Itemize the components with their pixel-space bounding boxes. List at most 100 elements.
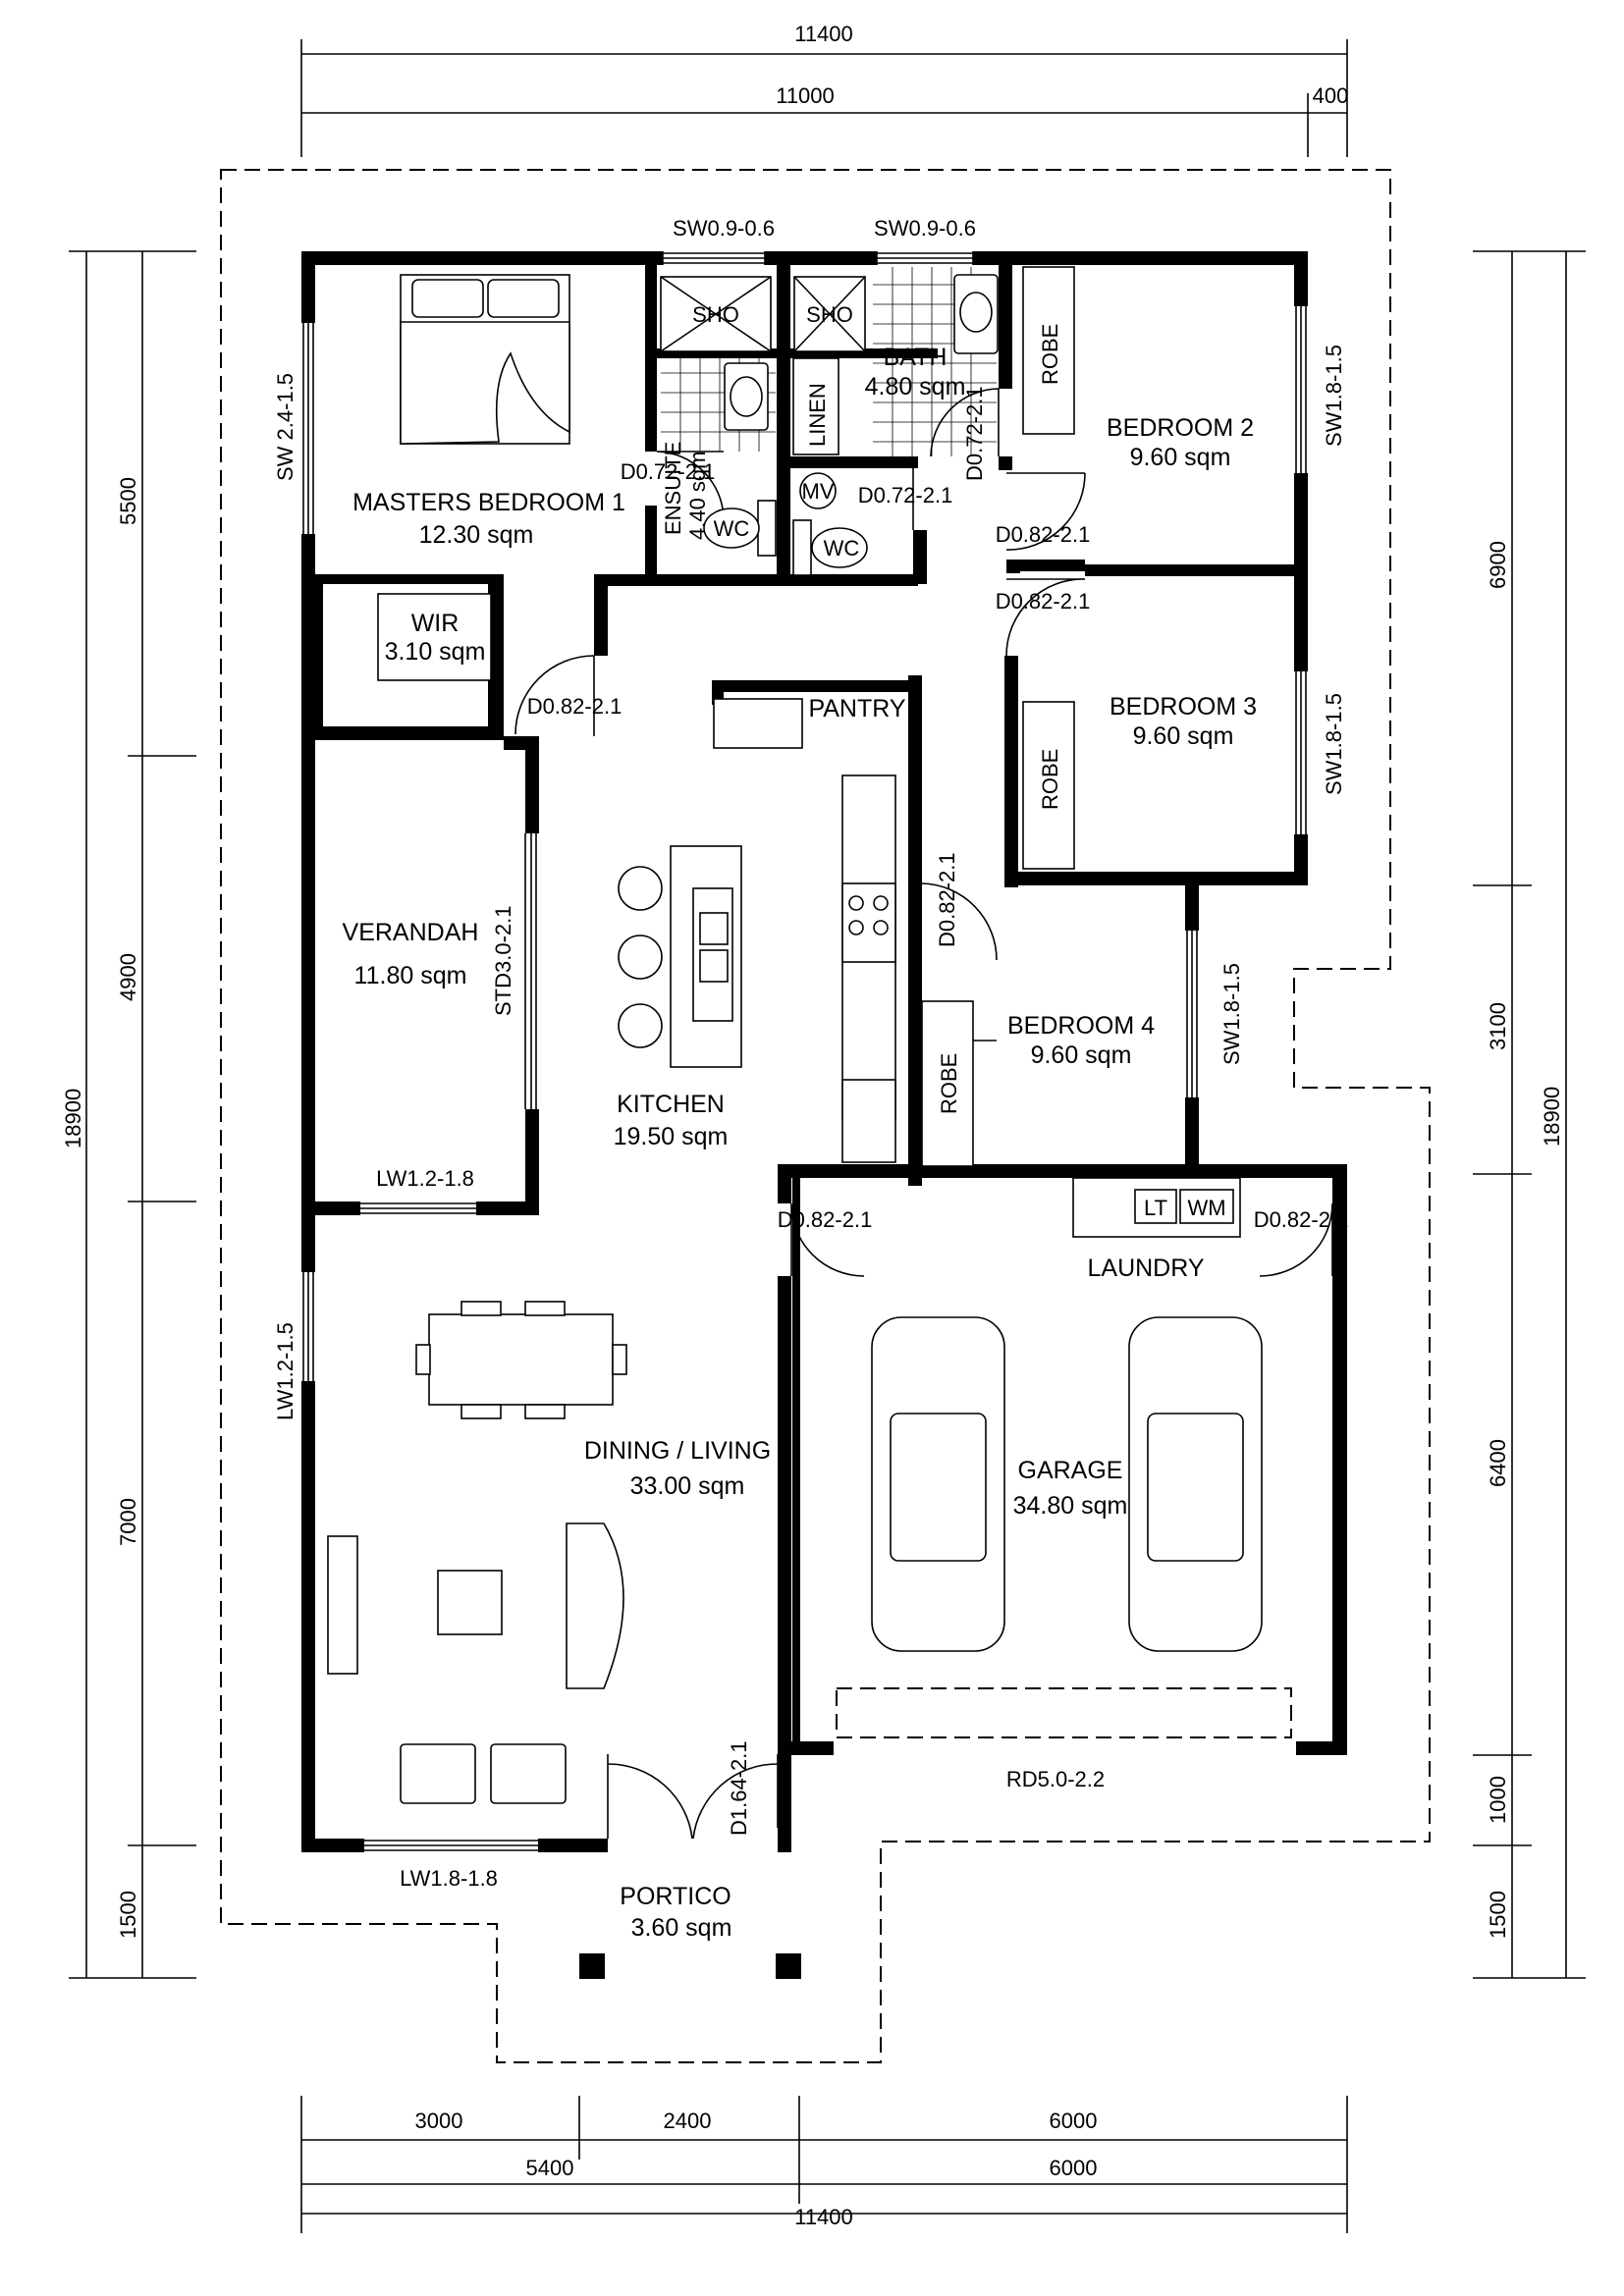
armchair-right bbox=[490, 1743, 567, 1804]
garage-door-track bbox=[836, 1687, 1292, 1738]
door-bed2 bbox=[1005, 472, 1086, 551]
opening-sw-bed4: SW1.8-1.5 bbox=[1219, 963, 1244, 1065]
room-area-portico: 3.60 sqm bbox=[631, 1914, 732, 1942]
window-bedroom3 bbox=[1295, 671, 1307, 834]
label-robe-bed2: ROBE bbox=[1038, 324, 1062, 385]
window-bath bbox=[876, 251, 974, 265]
dim-bottom-1a: 3000 bbox=[415, 2109, 463, 2133]
door-bed3 bbox=[1005, 578, 1086, 657]
room-area-kitchen: 19.50 sqm bbox=[614, 1123, 729, 1150]
opening-d-wc: D0.72-2.1 bbox=[858, 483, 953, 507]
opening-d-ensuite: D0.72-2.1 bbox=[621, 459, 716, 484]
basin-bath bbox=[953, 274, 999, 354]
mechanical-vent bbox=[799, 472, 837, 509]
label-wc-ensuite: WC bbox=[714, 516, 750, 541]
bar-stools bbox=[618, 866, 663, 1048]
room-label-bedroom3: BEDROOM 3 bbox=[1110, 693, 1257, 721]
labels: MASTERS BEDROOM 1 12.30 sqm WIR 3.10 sqm… bbox=[61, 22, 1564, 2229]
dim-left-3: 7000 bbox=[116, 1498, 140, 1546]
label-shower-ensuite: SHO bbox=[692, 302, 739, 327]
opening-std-verandah: STD3.0-2.1 bbox=[491, 906, 515, 1017]
door-laundry-right bbox=[1259, 1202, 1333, 1277]
window-living-side bbox=[302, 1272, 314, 1381]
window-living-bottom bbox=[364, 1840, 538, 1851]
room-area-ensuite: 4.40 sqm bbox=[685, 452, 710, 541]
room-label-dining: DINING / LIVING bbox=[584, 1437, 771, 1465]
room-label-pantry: PANTRY bbox=[808, 695, 905, 722]
opening-d-master: D0.82-2.1 bbox=[527, 694, 623, 719]
window-master bbox=[302, 323, 314, 534]
room-label-bedroom2: BEDROOM 2 bbox=[1107, 414, 1254, 442]
sofa bbox=[566, 1522, 624, 1689]
pantry-shelf bbox=[713, 698, 803, 749]
kitchen-island bbox=[670, 845, 742, 1068]
opening-d-bed2: D0.82-2.1 bbox=[996, 522, 1091, 547]
opening-lw-verandah: LW1.2-1.8 bbox=[376, 1166, 474, 1191]
walls bbox=[301, 251, 1347, 1979]
room-area-dining: 33.00 sqm bbox=[630, 1472, 745, 1500]
window-bedroom2 bbox=[1295, 306, 1307, 473]
fridge-space bbox=[841, 1079, 896, 1163]
label-wc: WC bbox=[824, 536, 860, 561]
room-label-verandah: VERANDAH bbox=[343, 919, 479, 946]
opening-d-laundry-right: D0.82-2.1 bbox=[1254, 1207, 1349, 1232]
room-area-wir: 3.10 sqm bbox=[385, 638, 486, 666]
room-area-garage: 34.80 sqm bbox=[1013, 1492, 1128, 1520]
doors bbox=[514, 388, 1333, 1840]
robe-bed2 bbox=[1022, 266, 1075, 435]
dim-left-2: 4900 bbox=[116, 953, 140, 1001]
label-robe-bed3: ROBE bbox=[1038, 749, 1062, 810]
dim-left-1: 5500 bbox=[116, 477, 140, 525]
room-label-ensuite: ENSUITE bbox=[661, 442, 685, 535]
dim-bottom-2b: 6000 bbox=[1050, 2156, 1098, 2180]
windows bbox=[302, 251, 1307, 1851]
room-label-laundry: LAUNDRY bbox=[1087, 1255, 1204, 1282]
coffee-table bbox=[437, 1570, 503, 1635]
opening-sw-bath: SW0.9-0.6 bbox=[874, 216, 976, 240]
room-area-bedroom4: 9.60 sqm bbox=[1031, 1041, 1132, 1069]
dim-bottom-overall: 11400 bbox=[794, 2205, 853, 2229]
room-label-portico: PORTICO bbox=[620, 1883, 731, 1910]
room-area-bedroom2: 9.60 sqm bbox=[1130, 444, 1231, 471]
wir-rail bbox=[377, 593, 492, 681]
dim-right-5: 1500 bbox=[1486, 1891, 1510, 1939]
dim-top-main: 11000 bbox=[776, 83, 835, 108]
room-label-kitchen: KITCHEN bbox=[617, 1091, 725, 1118]
toilet-ensuite bbox=[703, 500, 777, 557]
laundry-fixtures bbox=[1072, 1177, 1241, 1238]
master-bed bbox=[400, 274, 570, 445]
room-label-garage: GARAGE bbox=[1018, 1457, 1123, 1484]
opening-d-laundry-left: D0.82-2.1 bbox=[778, 1207, 873, 1232]
opening-sw-master: SW 2.4-1.5 bbox=[273, 373, 298, 481]
window-bedroom4 bbox=[1186, 931, 1198, 1097]
opening-d-bath: D0.72-2.1 bbox=[962, 386, 987, 481]
shower-ensuite bbox=[660, 276, 772, 352]
opening-lw-living-side: LW1.2-1.5 bbox=[273, 1322, 298, 1420]
window-ensuite bbox=[662, 251, 766, 265]
opening-rd-garage: RD5.0-2.2 bbox=[1006, 1767, 1105, 1791]
room-label-bath: BATH bbox=[884, 344, 947, 371]
label-linen: LINEN bbox=[805, 383, 830, 447]
tv-unit bbox=[327, 1535, 358, 1675]
label-robe-bed4: ROBE bbox=[937, 1053, 961, 1114]
room-label-bedroom4: BEDROOM 4 bbox=[1007, 1012, 1155, 1040]
label-mv: MV bbox=[802, 479, 835, 504]
dim-right-2: 3100 bbox=[1486, 1002, 1510, 1050]
dim-top-overall: 11400 bbox=[794, 22, 853, 46]
opening-sw-bed3: SW1.8-1.5 bbox=[1322, 693, 1346, 795]
roof-outline bbox=[220, 169, 1431, 2063]
room-area-bedroom3: 9.60 sqm bbox=[1133, 722, 1234, 750]
dim-top-offset: 400 bbox=[1313, 83, 1349, 108]
car-left bbox=[871, 1316, 1005, 1652]
door-ensuite bbox=[656, 451, 725, 519]
opening-d-bed4: D0.82-2.1 bbox=[935, 852, 959, 947]
dim-bottom-1c: 6000 bbox=[1050, 2109, 1098, 2133]
car-right bbox=[1128, 1316, 1263, 1652]
opening-d-entry: D1.64-2.1 bbox=[727, 1740, 751, 1836]
sliding-door-verandah bbox=[524, 833, 537, 1109]
room-area-verandah: 11.80 sqm bbox=[354, 962, 467, 989]
toilet-wc bbox=[792, 519, 868, 576]
robe-bed3 bbox=[1022, 701, 1075, 870]
dim-right-1: 6900 bbox=[1486, 541, 1510, 589]
